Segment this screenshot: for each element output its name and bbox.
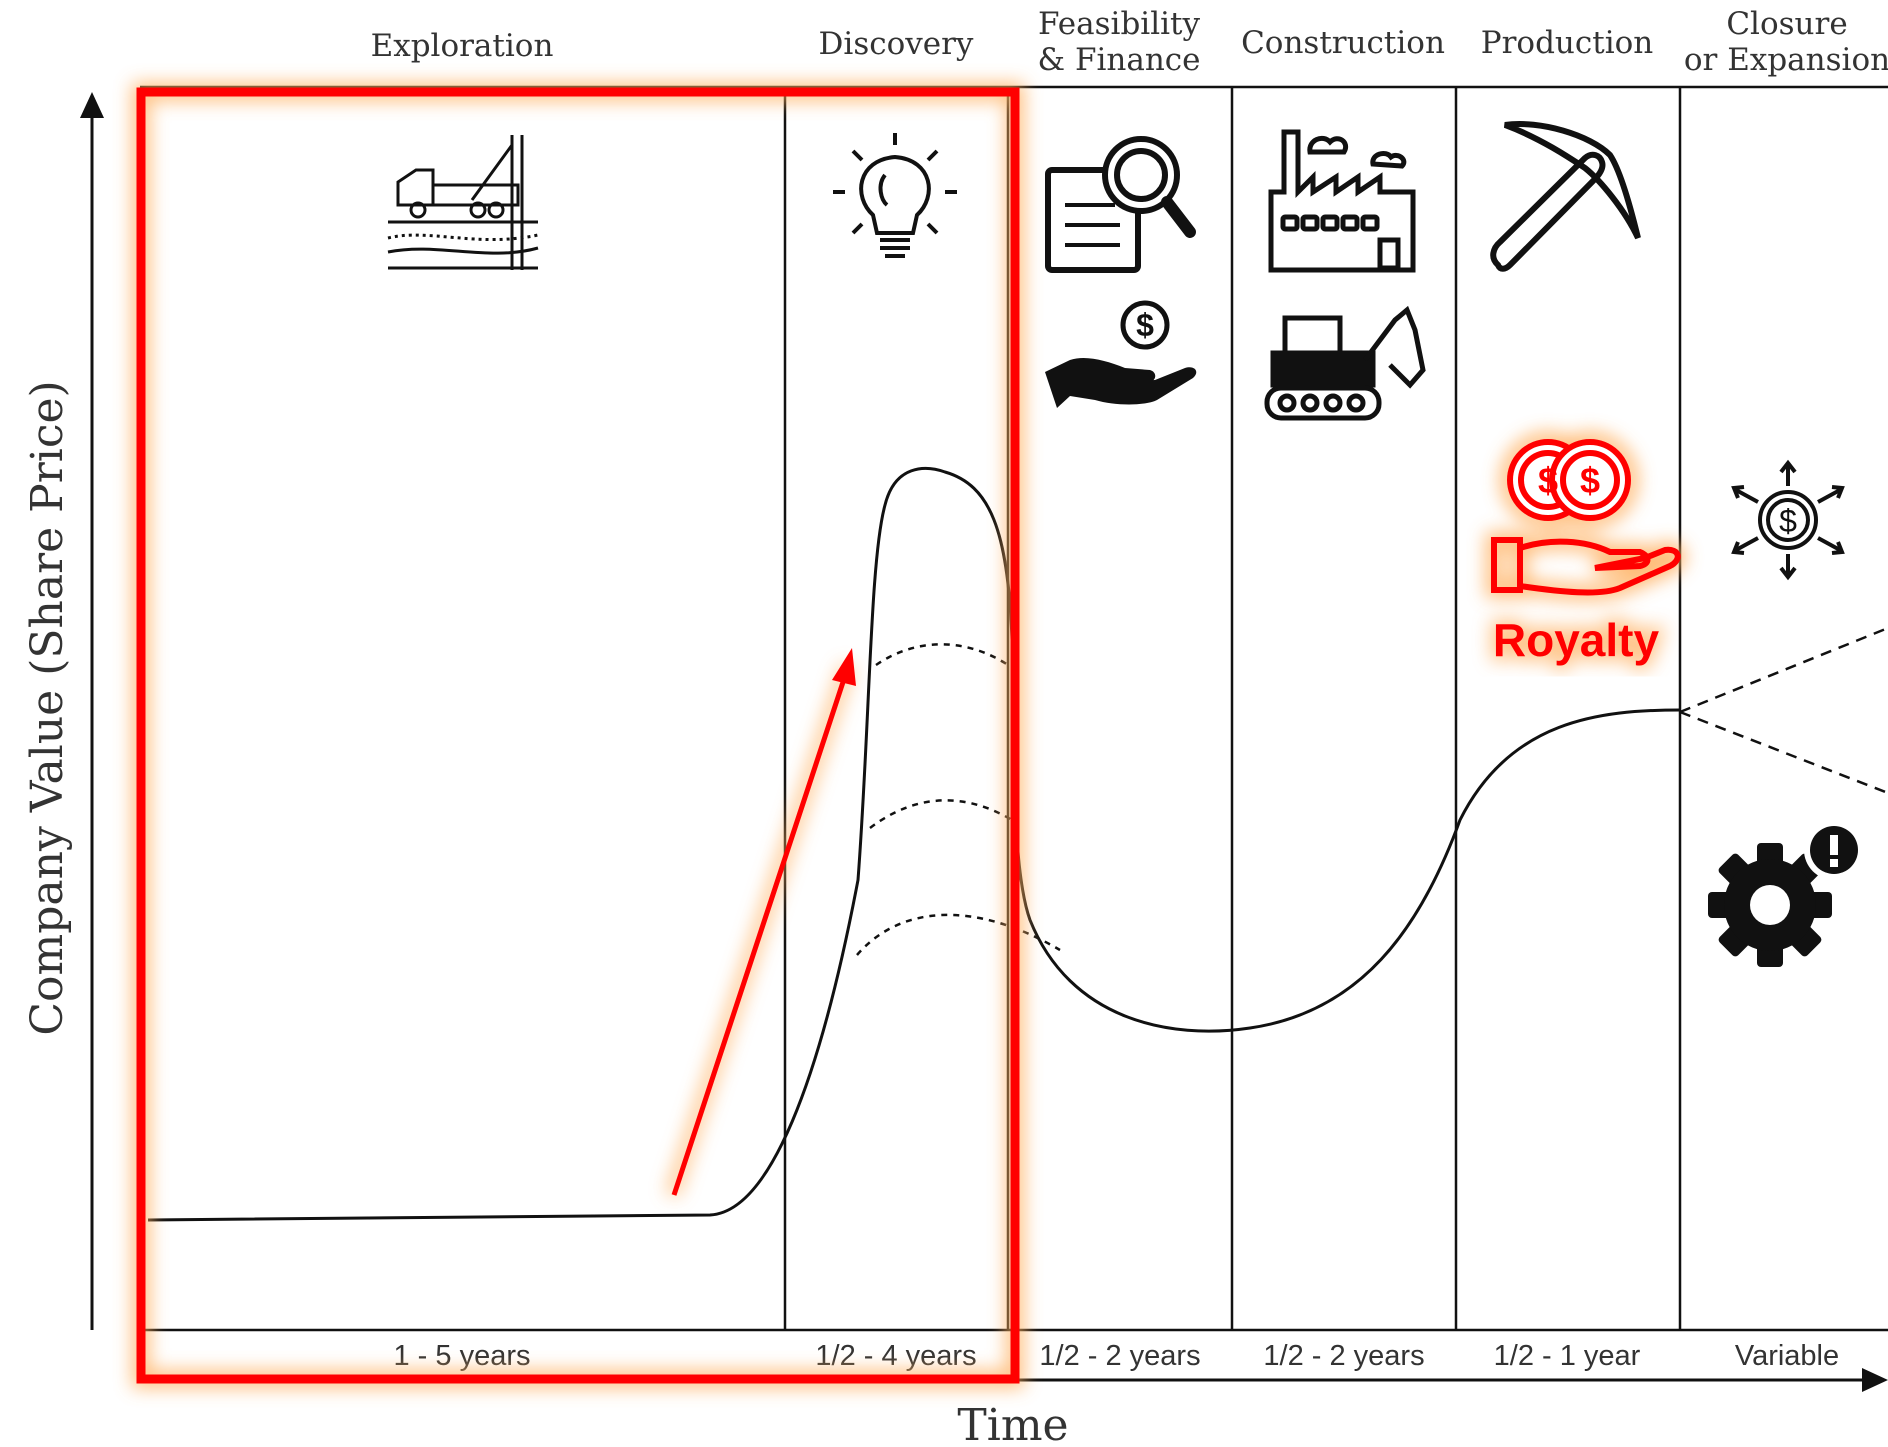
growth-arrow-head-icon [832,648,856,686]
phase-label-feasibility-line1: Feasibility [1038,6,1201,42]
svg-text:$: $ [1779,503,1797,539]
duration-discovery: 1/2 - 4 years [815,1340,976,1372]
y-axis [80,92,104,1330]
svg-text:$: $ [1580,460,1600,501]
svg-text:$: $ [1136,307,1154,343]
drill-rig-icon [387,135,539,270]
phase-durations: 1 - 5 years 1/2 - 4 years 1/2 - 2 years … [394,1340,1840,1372]
x-axis-label: Time [957,1400,1068,1447]
duration-production: 1/2 - 1 year [1494,1340,1641,1372]
x-axis-arrow-icon [1862,1368,1888,1392]
y-axis-label: Company Value (Share Price) [22,380,73,1035]
phase-label-exploration: Exploration [371,28,554,64]
duration-feasibility: 1/2 - 2 years [1039,1340,1200,1372]
phase-label-discovery: Discovery [819,26,974,62]
closure-divergence [1679,626,1888,795]
royalty-label-glow: Royalty [1493,614,1660,666]
phase-label-feasibility-line2: & Finance [1038,42,1201,78]
value-curve [147,466,1681,1222]
hand-coin-icon: $ [1045,300,1197,408]
y-axis-arrow-icon [80,92,104,118]
alternative-outcomes [856,643,1061,956]
document-magnifier-icon [1045,136,1196,273]
svg-text:$: $ [1538,460,1558,501]
excavator-icon [1264,305,1426,421]
royalty-coins-hand-icon: $ $ [1486,432,1686,601]
lightbulb-icon [833,133,957,258]
phase-label-closure-line1: Closure [1726,6,1847,42]
phase-headers: Exploration Discovery Feasibility & Fina… [371,6,1888,78]
royalty-label-group: Royalty Royalty [1488,609,1665,671]
gear-warning-icon [1708,820,1864,967]
duration-construction: 1/2 - 2 years [1263,1340,1424,1372]
highlight-box [132,83,1024,1388]
royalty-label: Royalty [1493,614,1660,666]
pickaxe-icon [1490,121,1641,272]
duration-closure: Variable [1735,1340,1839,1372]
phase-label-production: Production [1481,25,1654,61]
phase-label-construction: Construction [1241,25,1445,61]
phase-dividers [783,87,1682,1330]
factory-icon [1268,129,1416,273]
dollar-arrows-icon: $ [1731,459,1845,581]
growth-arrow [665,648,856,1198]
duration-exploration: 1 - 5 years [394,1340,531,1372]
phase-label-closure-line2: or Expansion [1684,42,1888,78]
